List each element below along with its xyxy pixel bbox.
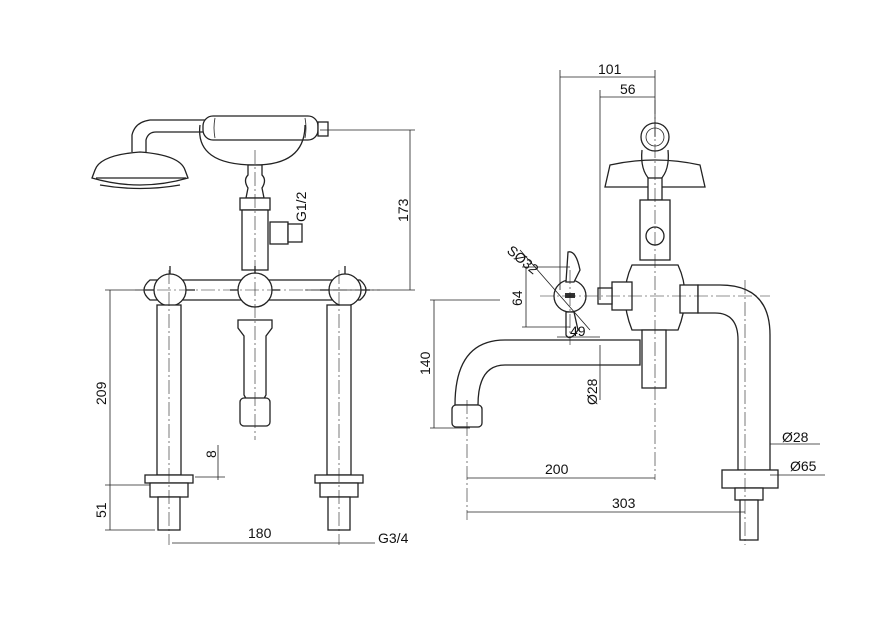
dim-101: 101 (598, 61, 622, 77)
dim-51: 51 (93, 502, 109, 518)
side-spout (454, 339, 641, 406)
dim-173: 173 (395, 198, 411, 222)
dim-140: 140 (417, 351, 433, 375)
dim-g12: G1/2 (293, 191, 309, 222)
dim-56: 56 (620, 81, 636, 97)
dim-base-dia: Ø65 (790, 458, 817, 474)
dim-8: 8 (203, 450, 219, 458)
dim-49: 49 (570, 323, 586, 339)
dim-64: 64 (509, 290, 525, 306)
side-spout-neck (641, 329, 667, 389)
dim-209: 209 (93, 381, 109, 405)
dim-spout-dia: Ø28 (584, 378, 600, 405)
dim-200: 200 (545, 461, 569, 477)
handset-handle (199, 115, 329, 166)
back-leg (679, 284, 779, 541)
dim-s32: SØ32 (504, 242, 542, 277)
dim-303: 303 (612, 495, 636, 511)
handshower-head (91, 119, 210, 190)
side-view: 101 56 SØ32 64 49 140 Ø28 200 303 Ø28 Ø6… (417, 61, 825, 545)
front-view: 173 G1/2 209 51 8 180 G3/4 (91, 115, 415, 546)
dim-g34: G3/4 (378, 530, 409, 546)
dim-180: 180 (248, 525, 272, 541)
dim-leg-dia: Ø28 (782, 429, 809, 445)
